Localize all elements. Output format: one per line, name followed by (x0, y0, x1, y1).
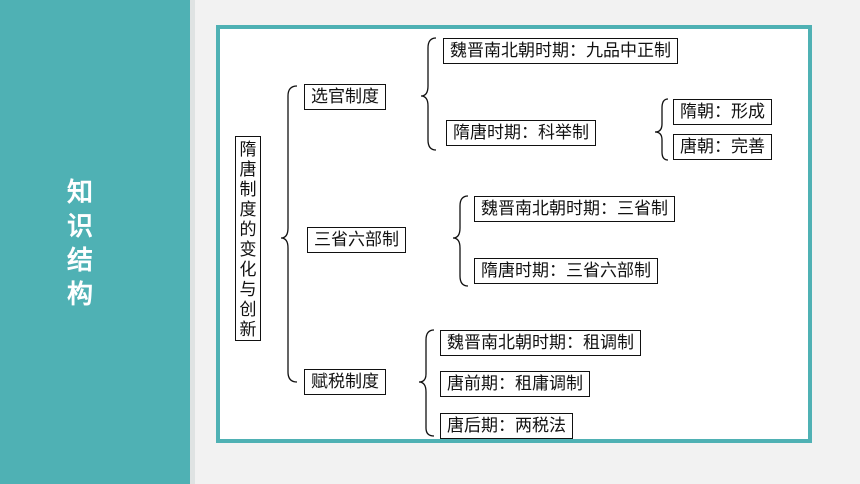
root-char: 度 (239, 200, 257, 220)
root-char: 变 (239, 240, 257, 260)
sidebar-title: 知 识 结 构 (60, 176, 100, 312)
leaf-node: 隋唐时期：科举制 (446, 120, 596, 146)
leaf-node: 隋唐时期：三省六部制 (474, 258, 658, 284)
sidebar-title-char: 结 (66, 246, 93, 276)
root-node: 隋 唐 制 度 的 变 化 与 创 新 (235, 136, 261, 341)
sidebar-title-char: 知 (66, 178, 93, 208)
sidebar-divider (190, 0, 195, 484)
sidebar (0, 0, 190, 484)
sidebar-title-char: 构 (66, 280, 93, 310)
root-char: 新 (239, 320, 257, 340)
branch-node-three-departments: 三省六部制 (307, 227, 406, 253)
leaf-node: 魏晋南北朝时期：租调制 (440, 330, 641, 356)
root-char: 隋 (239, 140, 257, 160)
root-char: 制 (239, 180, 257, 200)
sub-leaf-node: 唐朝：完善 (673, 134, 772, 160)
leaf-node: 唐后期：两税法 (440, 413, 573, 439)
root-char: 唐 (239, 160, 257, 180)
sub-leaf-node: 隋朝：形成 (673, 99, 772, 125)
root-char: 的 (239, 220, 257, 240)
leaf-node: 唐前期：租庸调制 (440, 371, 590, 397)
leaf-node: 魏晋南北朝时期：三省制 (474, 196, 675, 222)
branch-node-selection: 选官制度 (304, 84, 386, 110)
leaf-node: 魏晋南北朝时期：九品中正制 (443, 38, 678, 64)
sidebar-title-char: 识 (66, 212, 93, 242)
root-char: 与 (239, 280, 257, 300)
branch-node-taxation: 赋税制度 (304, 369, 386, 395)
root-char: 化 (239, 260, 257, 280)
root-char: 创 (239, 300, 257, 320)
